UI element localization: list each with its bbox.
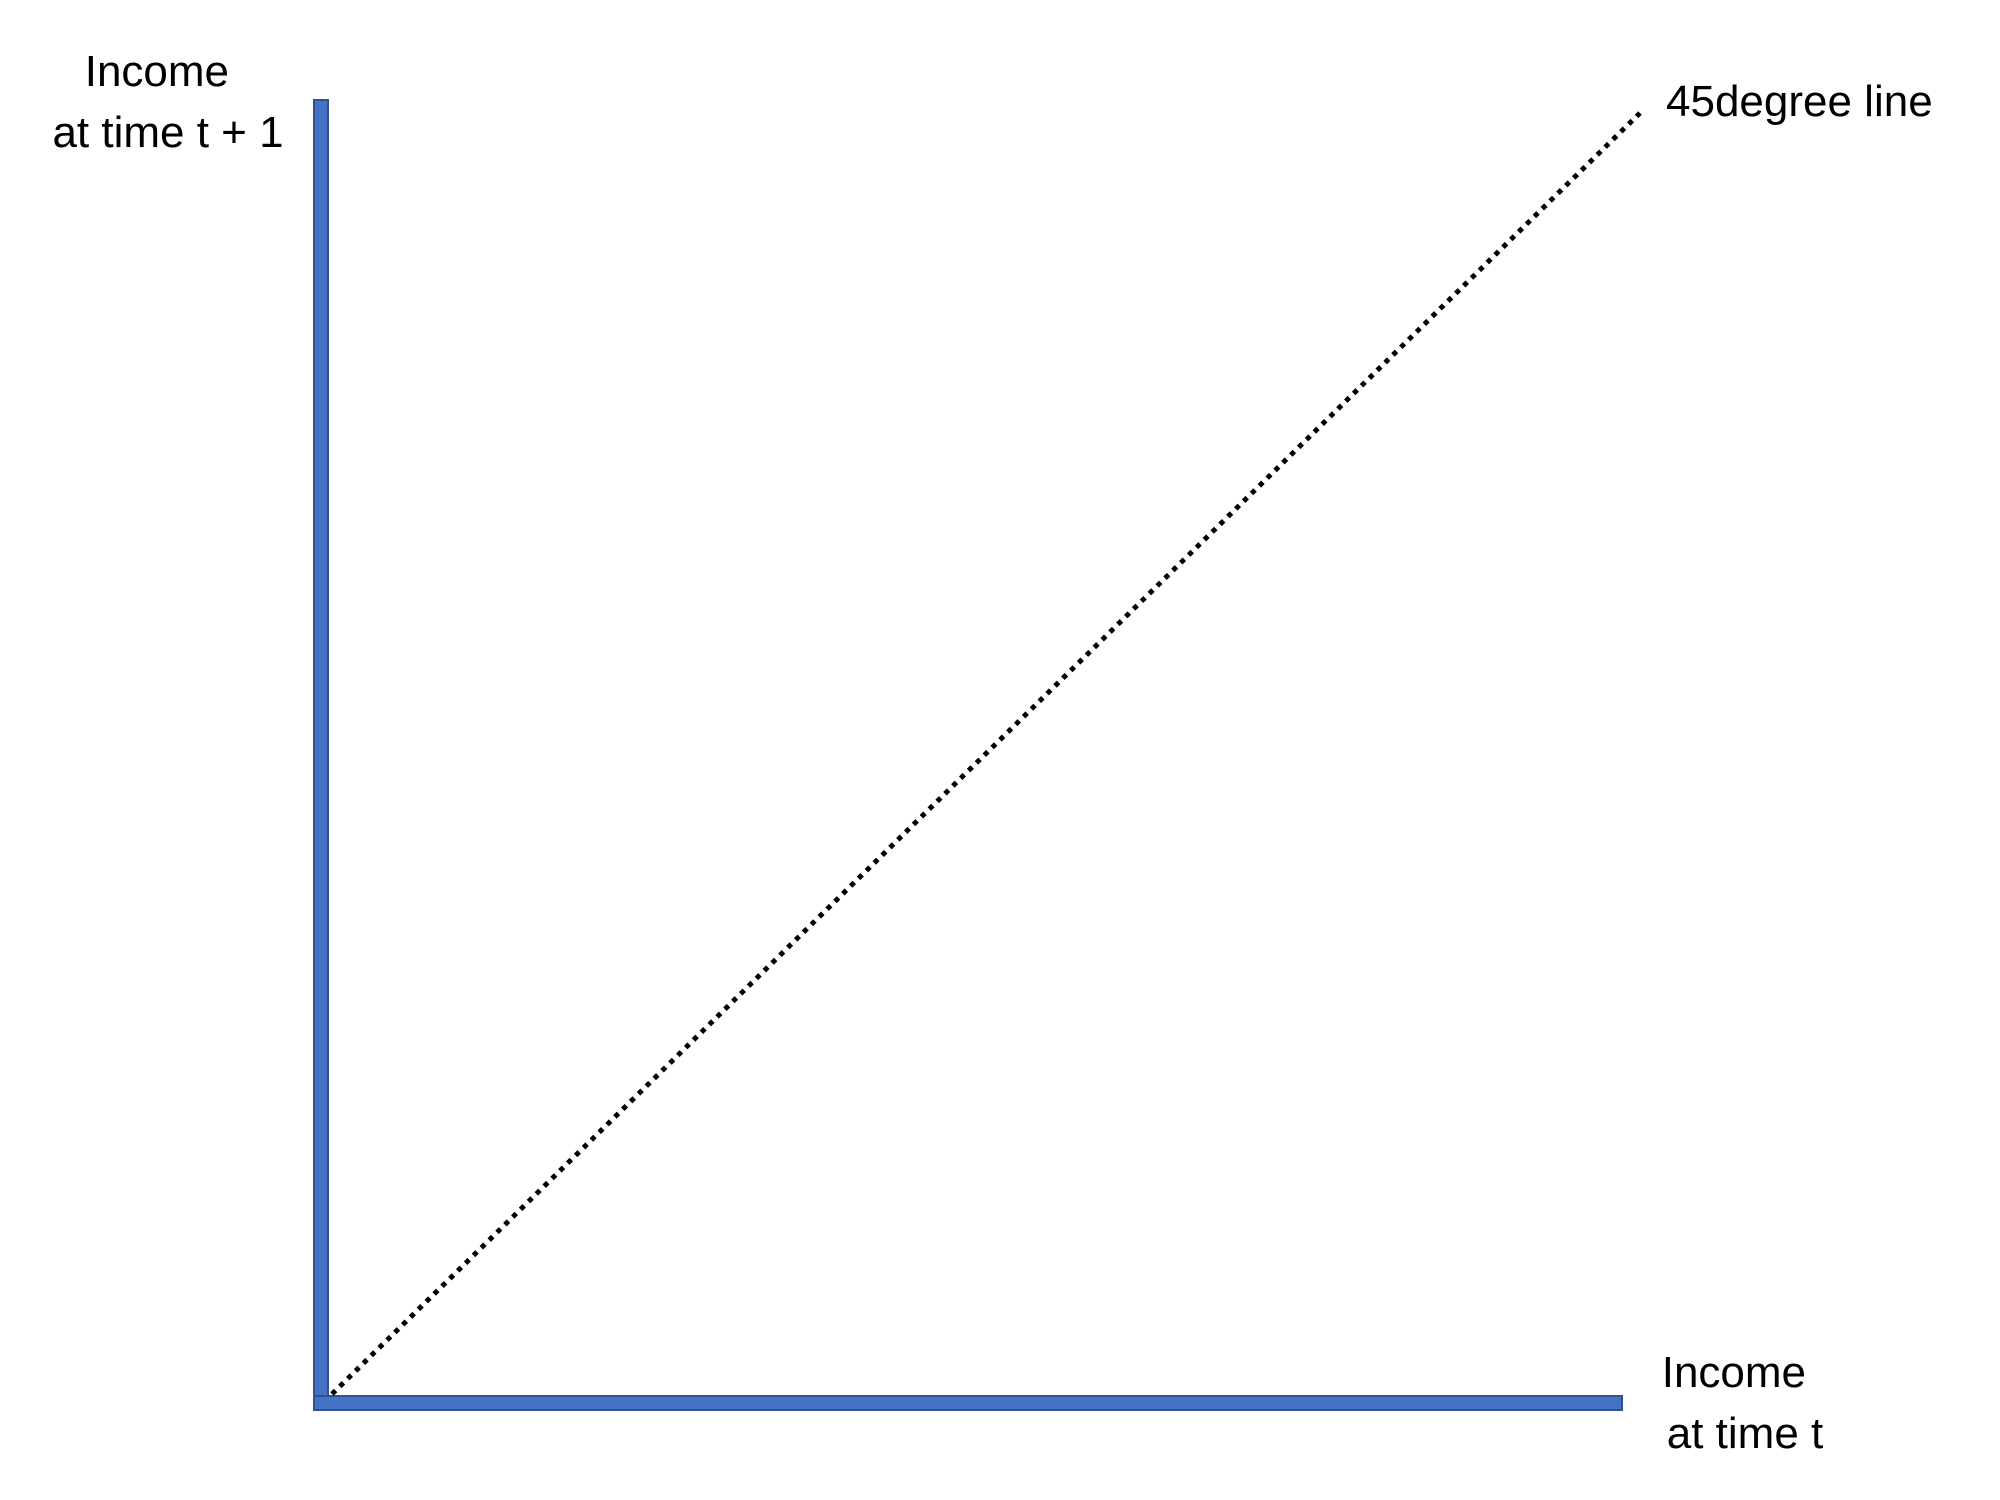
x-axis-label-line-2: at time t xyxy=(1667,1409,1824,1458)
x-axis-label-line-1: Income xyxy=(1662,1348,1806,1397)
x-axis xyxy=(313,1395,1623,1411)
forty-five-degree-line xyxy=(330,111,1642,1396)
y-axis-label-line-1: Income xyxy=(85,47,229,96)
y-axis xyxy=(313,99,329,1411)
forty-five-degree-line-label: 45degree line xyxy=(1666,77,1933,126)
x-axis-label: Income at time t xyxy=(1662,1348,1824,1458)
y-axis-label-line-2: at time t + 1 xyxy=(52,108,283,157)
y-axis-label: Income at time t + 1 xyxy=(52,47,283,157)
